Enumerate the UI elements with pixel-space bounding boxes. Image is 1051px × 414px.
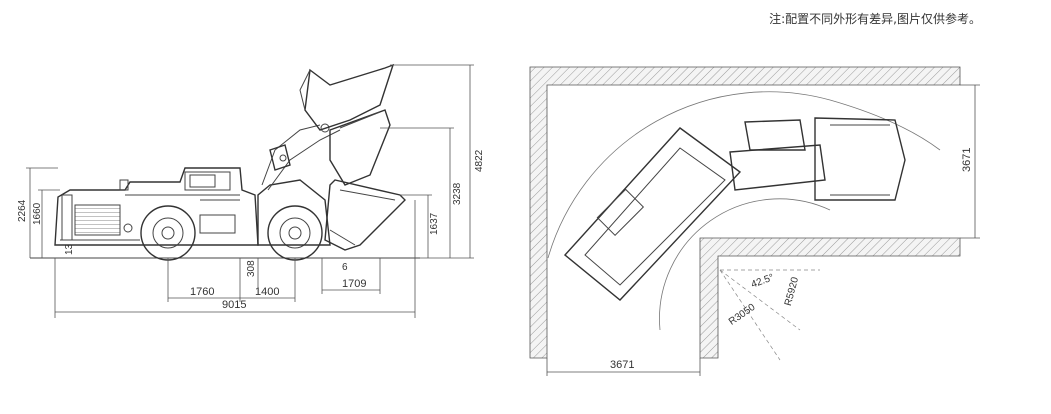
dim-height-max-label: 4822 [474, 149, 485, 172]
dim-wheelbase-front: 1760 [190, 286, 214, 298]
turn-dimensions: 3671 3671 R5920 R3050 42.5° [546, 84, 980, 376]
turning-view: 3671 3671 R5920 R3050 42.5° [529, 66, 980, 376]
front-wheel [267, 205, 323, 261]
disclaimer-note: 注:配置不同外形有差异,图片仅供参考。 [769, 12, 981, 26]
dim-reach: 1709 [342, 278, 366, 290]
dim-height-body: 1660 [32, 202, 43, 225]
dim-radius-outer: R5920 [783, 275, 801, 307]
dim-height-pin: 1637 [429, 212, 440, 235]
raised-bucket [299, 63, 395, 186]
dim-corridor-right: 3671 [961, 148, 973, 172]
dim-corridor-bottom: 3671 [610, 359, 634, 371]
rear-wheel [140, 205, 196, 261]
loader-front-frame [257, 123, 341, 246]
loader-top-view [563, 117, 906, 301]
side-view: 9015 1760 1400 308 1709 2264 1660 13 [17, 63, 485, 318]
dim-total-length: 9015 [222, 299, 246, 311]
dim-ground-angle: 13 [64, 243, 75, 255]
lowered-bucket [324, 179, 406, 251]
dim-angle: 42.5° [750, 272, 776, 290]
wall-outer [529, 66, 961, 359]
dim-dump-angle: 6 [342, 262, 348, 273]
dim-height-overall: 2264 [17, 199, 28, 222]
wall-inner [699, 237, 961, 359]
outer-turn-arc [547, 91, 831, 259]
dim-radius-inner: R3050 [727, 302, 758, 328]
dim-height-dump: 3238 [452, 182, 463, 205]
loader-rear-body [54, 167, 259, 246]
side-dimensions: 9015 1760 1400 308 1709 2264 1660 13 [17, 64, 485, 318]
dim-clearance: 308 [246, 260, 257, 277]
dim-wheelbase-rear: 1400 [255, 286, 279, 298]
inner-turn-arc [659, 198, 831, 331]
